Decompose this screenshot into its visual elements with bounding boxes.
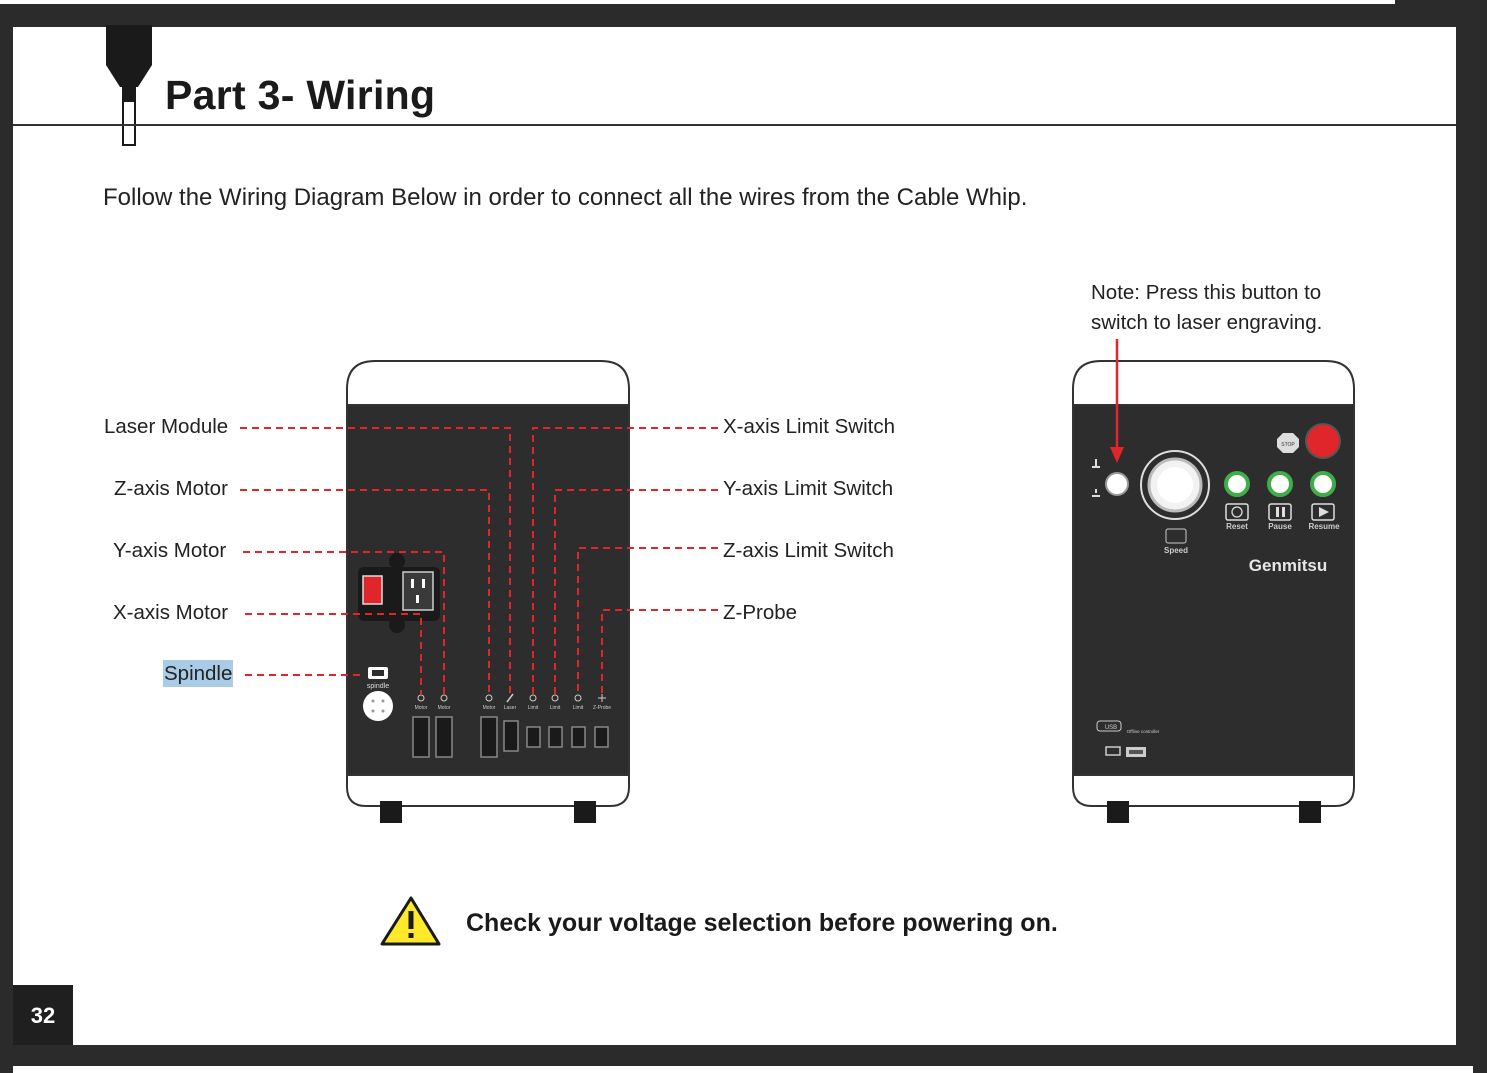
port-label-z-probe: Z-Probe — [593, 705, 611, 711]
page-title: Part 3- Wiring — [165, 72, 436, 118]
wire-x-axis-motor — [245, 613, 422, 695]
usb-label: USB — [1105, 725, 1117, 731]
page-number: 32 — [13, 985, 73, 1045]
wire-lines — [240, 427, 718, 695]
wire-laser-module — [240, 427, 511, 695]
brand-logo: Genmitsu — [1249, 556, 1327, 575]
wiring-diagram: spindle Motor Motor Motor Laser Limit Li… — [240, 339, 1355, 946]
warning-icon — [380, 896, 441, 946]
port-label-y-limit: Limit — [550, 705, 561, 711]
wire-y-limit-switch — [554, 489, 718, 695]
port-label-x-motor: Motor — [415, 705, 428, 711]
page-subtitle: Follow the Wiring Diagram Below in order… — [103, 184, 1028, 211]
label-y-axis-motor: Y-axis Motor — [113, 539, 227, 562]
port-label-z-limit: Limit — [573, 705, 584, 711]
wire-z-axis-motor — [240, 489, 490, 695]
control-buttons: Reset Pause Resume — [1224, 471, 1340, 531]
wire-y-axis-motor — [243, 551, 445, 695]
laser-switch-note: Note: Press this button to switch to las… — [1091, 278, 1322, 338]
emergency-stop-button — [1305, 423, 1341, 459]
port-label-y-motor: Motor — [438, 705, 451, 711]
front-controller-box: Speed STOP Reset Pause Resume Genmitsu — [1072, 360, 1355, 823]
port-label-laser: Laser — [504, 705, 517, 711]
title-rule — [13, 124, 1456, 126]
label-y-limit-switch: Y-axis Limit Switch — [723, 477, 894, 500]
voltage-warning: Check your voltage selection before powe… — [466, 909, 1058, 937]
wire-z-probe — [601, 609, 718, 695]
resume-label: Resume — [1308, 522, 1340, 531]
pause-label: Pause — [1268, 522, 1292, 531]
manual-page: Part 3- Wiring Follow the Wiring Diagram… — [13, 25, 1456, 1045]
label-x-axis-motor: X-axis Motor — [113, 601, 229, 624]
note-line-1: Note: Press this button to — [1091, 281, 1322, 304]
offline-controller-label: Offline controller — [1127, 729, 1160, 734]
label-spindle-text: Spindle — [163, 660, 234, 687]
reset-label: Reset — [1226, 522, 1248, 531]
label-x-limit-switch: X-axis Limit Switch — [723, 415, 896, 438]
port-label-z-motor: Motor — [483, 705, 496, 711]
port-label-x-limit: Limit — [528, 705, 539, 711]
stop-label: STOP — [1281, 442, 1295, 448]
spindle-port-label: spindle — [367, 683, 389, 690]
top-strip — [0, 0, 1395, 4]
label-spindle: Spindle — [163, 660, 234, 687]
label-z-probe: Z-Probe — [723, 601, 798, 624]
laser-mode-button — [1105, 472, 1129, 496]
wire-x-limit-switch — [532, 427, 718, 695]
bottom-strip — [13, 1062, 1473, 1073]
label-z-limit-switch: Z-axis Limit Switch — [723, 539, 894, 562]
endmill-icon — [106, 25, 152, 146]
label-z-axis-motor: Z-axis Motor — [114, 477, 228, 500]
label-laser-module: Laser Module — [104, 415, 229, 438]
speed-label: Speed — [1164, 546, 1188, 555]
note-arrow-head — [1110, 447, 1124, 463]
note-line-2: switch to laser engraving. — [1091, 311, 1323, 334]
